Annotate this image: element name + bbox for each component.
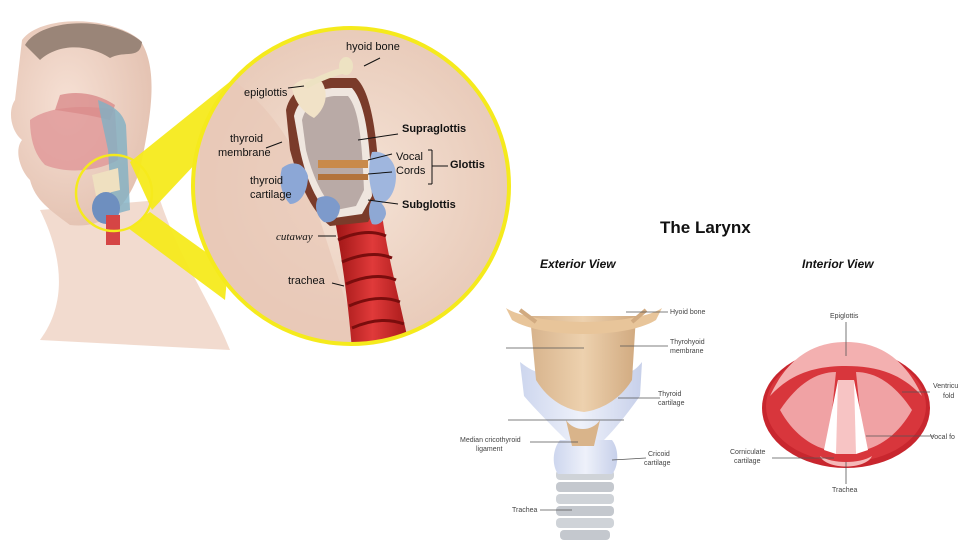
ext-label-thyrohyoid-line1: Thyrohyoid bbox=[670, 339, 705, 346]
exterior-leader-lines bbox=[506, 311, 668, 511]
ext-label-thyrohyoid-line2: membrane bbox=[670, 348, 704, 355]
label-thyroid-membrane-line2: membrane bbox=[218, 147, 271, 159]
label-vocal-cords-line2: Cords bbox=[396, 165, 426, 177]
ext-label-median-line1: Median cricothyroid bbox=[460, 437, 521, 444]
interior-leader-lines bbox=[772, 322, 934, 484]
label-subglottis: Subglottis bbox=[402, 199, 456, 211]
int-label-epiglottis: Epiglottis bbox=[830, 313, 859, 320]
label-glottis: Glottis bbox=[450, 159, 485, 171]
interior-larynx bbox=[762, 342, 930, 468]
label-arrows bbox=[265, 57, 448, 287]
label-supraglottis: Supraglottis bbox=[402, 123, 466, 135]
label-hyoid-bone: hyoid bone bbox=[346, 41, 400, 53]
ext-label-cricoid-line1: Cricoid bbox=[648, 451, 670, 458]
int-label-ventricular-line2: fold bbox=[943, 393, 954, 400]
ext-label-trachea: Trachea bbox=[512, 507, 538, 514]
right-title: The Larynx bbox=[660, 218, 751, 237]
ext-label-thyroid-line1: Thyroid bbox=[658, 391, 681, 398]
head-illustration bbox=[10, 21, 230, 350]
int-label-corniculate-line1: Corniculate bbox=[730, 449, 766, 456]
label-cutaway: cutaway bbox=[276, 231, 313, 243]
label-trachea: trachea bbox=[288, 275, 326, 287]
label-thyroid-cartilage-line1: thyroid bbox=[250, 175, 283, 187]
int-label-ventricular-line1: Ventricu bbox=[933, 383, 958, 390]
interior-view-heading: Interior View bbox=[802, 257, 874, 271]
magnified-view: hyoid bone epiglottis thyroid membrane S… bbox=[191, 26, 511, 346]
exterior-trachea-rings bbox=[556, 470, 614, 540]
exterior-view-heading: Exterior View bbox=[540, 257, 616, 271]
trachea-tube bbox=[335, 214, 410, 344]
callout-funnel-lower bbox=[128, 212, 228, 300]
int-label-trachea: Trachea bbox=[832, 487, 858, 494]
exterior-larynx bbox=[506, 308, 662, 540]
label-epiglottis: epiglottis bbox=[244, 87, 288, 99]
ext-label-cricoid-line2: cartilage bbox=[644, 460, 671, 467]
label-thyroid-cartilage-line2: cartilage bbox=[250, 189, 292, 201]
ext-label-thyroid-line2: cartilage bbox=[658, 400, 685, 407]
int-label-corniculate-line2: cartilage bbox=[734, 458, 761, 465]
label-vocal-cords-line1: Vocal bbox=[396, 151, 423, 163]
label-thyroid-membrane-line1: thyroid bbox=[230, 133, 263, 145]
ext-label-hyoid-bone: Hyoid bone bbox=[670, 309, 706, 316]
ext-label-median-line2: ligament bbox=[476, 446, 503, 453]
int-label-vocal: Vocal fo bbox=[930, 434, 955, 441]
